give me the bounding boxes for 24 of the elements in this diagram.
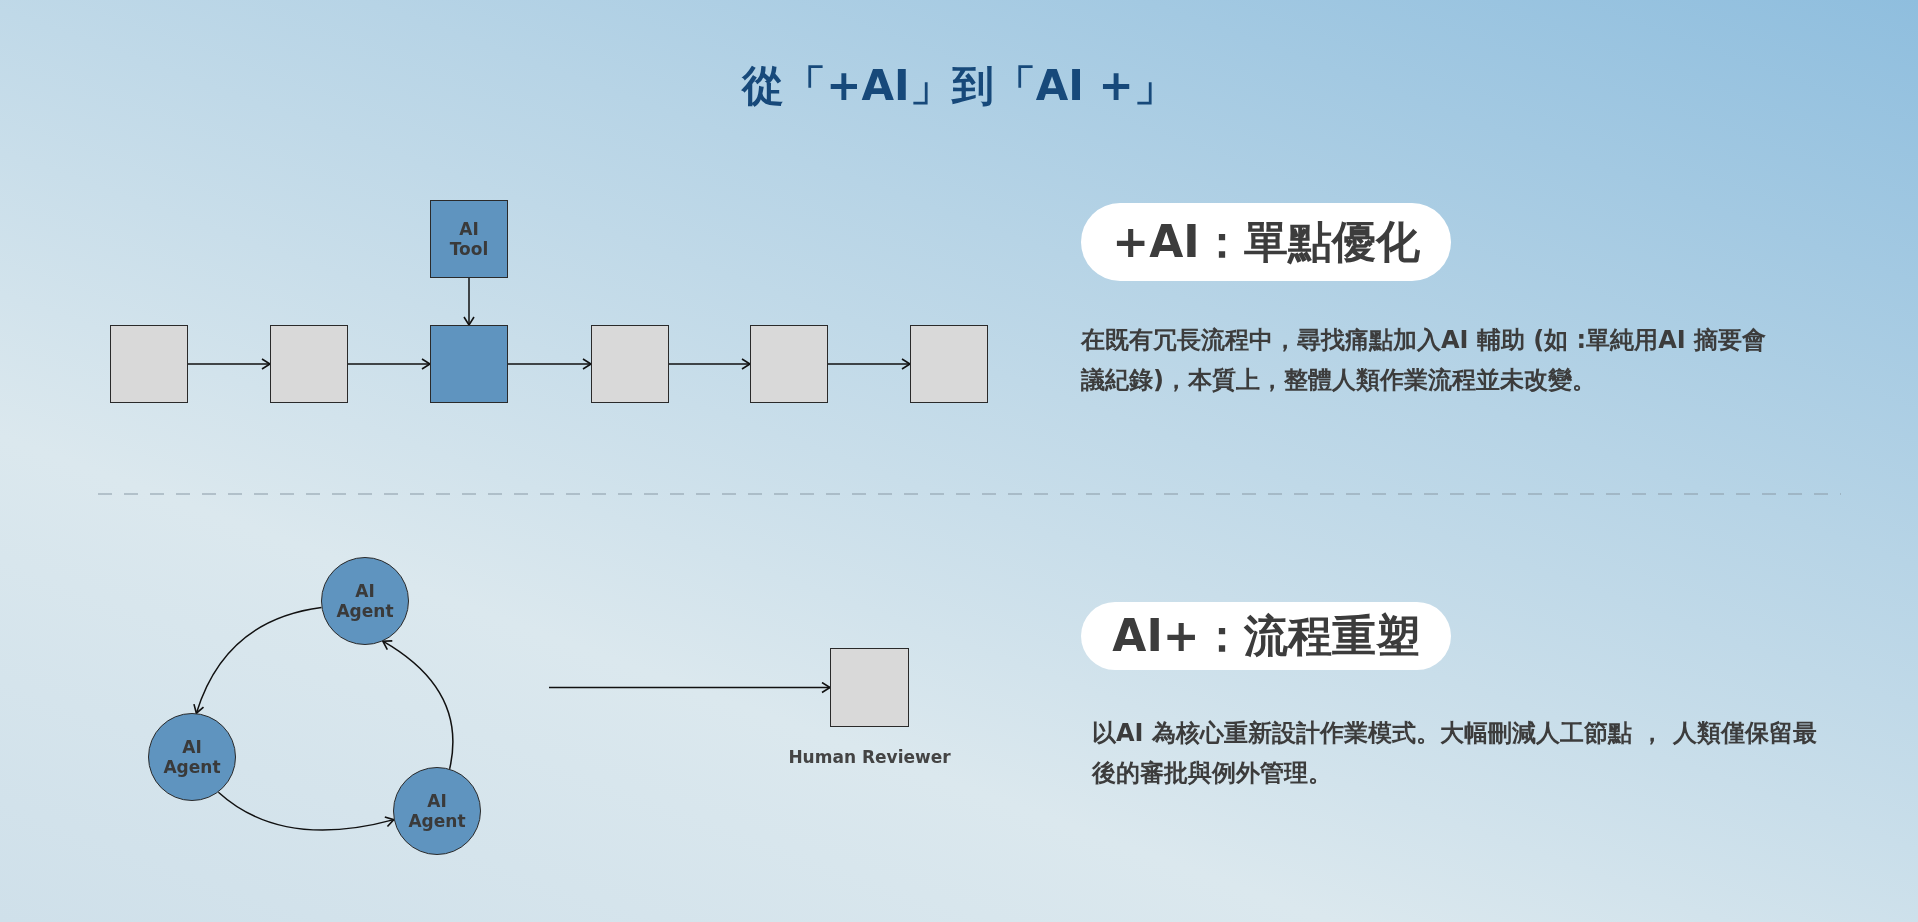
process-box [270, 325, 348, 403]
process-box [910, 325, 988, 403]
arrow [193, 606, 323, 714]
tool-box: AI Tool [430, 200, 508, 278]
node-caption: Human Reviewer [787, 747, 952, 767]
body-text: 以AI 為核心重新設計作業模式。大幅刪減人工節點 ， 人類僅保留最後的審批與例外管理。 [1092, 718, 1818, 789]
arrow [187, 358, 271, 370]
body-text: 在既有冗長流程中，尋找痛點加入AI 輔助 (如 :單純用AI 摘要會議紀錄)，本質上，整體人類作業流程並未改變。 [1081, 325, 1767, 396]
process-box [830, 648, 909, 727]
heading-pill: +AI：單點優化 [1081, 203, 1451, 281]
process-box [591, 325, 669, 403]
arrow [668, 358, 751, 370]
arrow [217, 791, 395, 831]
process-box [430, 325, 508, 403]
arrow [507, 358, 592, 370]
arrow [382, 640, 454, 770]
arrow [463, 277, 475, 326]
arrow [347, 358, 431, 370]
arrow [548, 681, 831, 694]
title: 從「+AI」到「AI +」 [740, 60, 1177, 112]
arrow [827, 358, 911, 370]
process-box [110, 325, 188, 403]
process-box [750, 325, 828, 403]
heading-pill: AI+：流程重塑 [1081, 602, 1451, 670]
